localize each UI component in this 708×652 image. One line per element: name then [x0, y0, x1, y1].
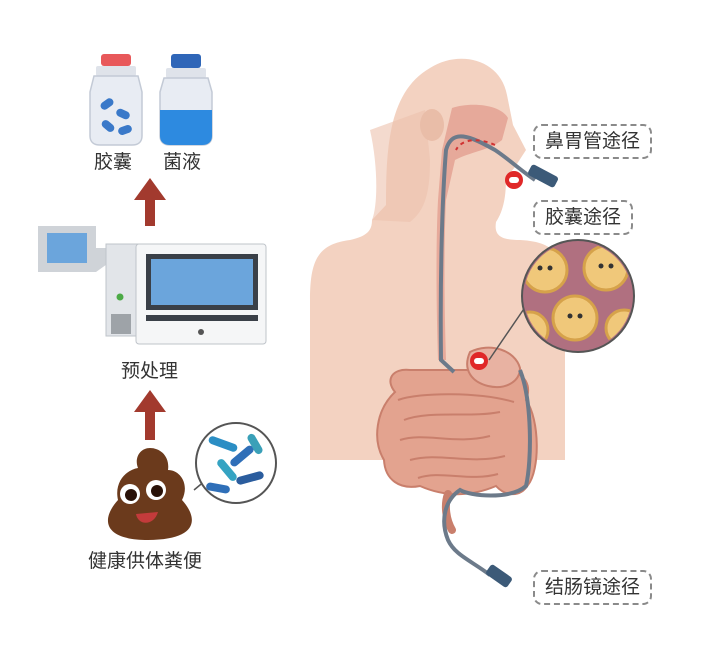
processing-machine: [38, 226, 267, 345]
liquid-bottle: [159, 54, 213, 146]
tube-connector: [527, 164, 559, 188]
colonoscope-line: [442, 369, 532, 577]
donor-stool-label: 健康供体粪便: [88, 550, 203, 572]
intestine-folds: [397, 393, 515, 479]
colonoscope: [442, 369, 532, 588]
arrow-up-stool-to-processing: [134, 390, 166, 440]
route-capsule-label: 胶囊途径: [533, 200, 634, 235]
capsule-marker-nose: [505, 171, 523, 189]
nasogastric-tube: [438, 134, 559, 374]
capsule-marker-stomach: [470, 352, 488, 370]
donor-bacteria-zoom: [193, 422, 277, 504]
route-nasogastric-label: 鼻胃管途径: [533, 124, 653, 159]
ear: [420, 109, 444, 141]
intestines-illustration: [376, 346, 538, 534]
capsule-label: 胶囊: [94, 151, 133, 173]
zoom-circle-border: [521, 239, 635, 353]
processing-label: 预处理: [121, 360, 179, 382]
capsule-bottle: [89, 54, 143, 146]
colonoscope-handle: [486, 564, 512, 588]
arrow-up-processing-to-products: [134, 178, 166, 226]
route-colonoscopy-label: 结肠镜途径: [533, 570, 653, 605]
nasogastric-tube-line: [438, 134, 537, 374]
nasal-throat-cavity: [436, 104, 508, 360]
neck-shade: [370, 110, 430, 222]
gut-bacteria-zoom: [488, 239, 635, 361]
stool-illustration: [107, 448, 192, 540]
liquid-label: 菌液: [163, 151, 202, 173]
